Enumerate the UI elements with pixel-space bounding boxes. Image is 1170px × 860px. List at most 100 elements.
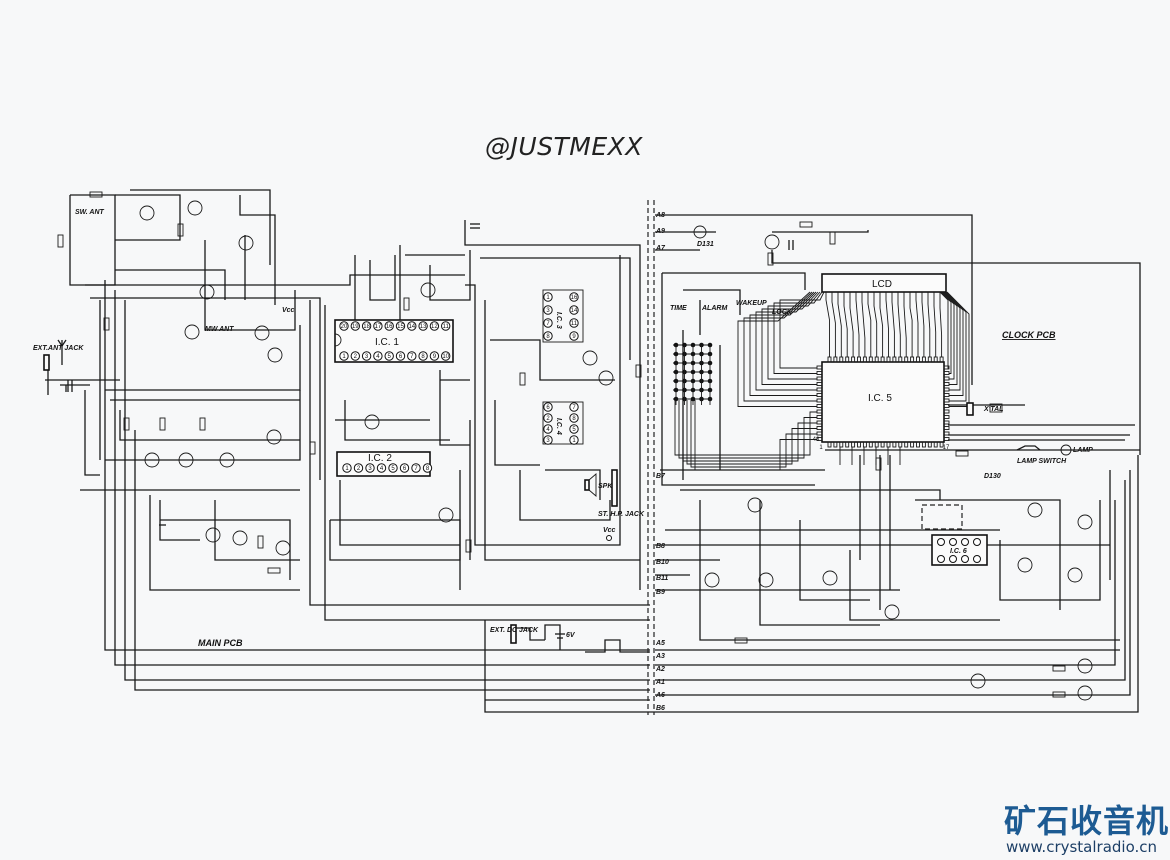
ic3-pin-number: 7 <box>546 321 550 327</box>
ic4-pin <box>569 413 579 423</box>
ic1-pin-number: 11 <box>443 324 450 330</box>
ic1-pin-number: 6 <box>399 354 403 360</box>
ic1-pin <box>441 321 451 331</box>
ic3-pin <box>569 292 579 302</box>
lcd-trace <box>743 291 817 402</box>
lamp-switch <box>1016 445 1041 451</box>
ic5-pin-1-label: 1 <box>819 445 823 451</box>
time-label: TIME <box>670 305 687 312</box>
ic3-pin <box>543 305 553 315</box>
ic5-pin <box>898 356 903 363</box>
ic1-pin-number: 3 <box>365 354 369 360</box>
lcd-trace <box>749 291 817 396</box>
ic5-pin <box>816 376 823 381</box>
ic5-pin <box>868 441 873 448</box>
ext-dc-jack-label: EXT. DC JACK <box>490 627 539 634</box>
lcd-trace <box>939 292 943 357</box>
ic1-pin <box>350 351 360 361</box>
sw-ant-label: SW. ANT <box>75 209 104 216</box>
ic2-pin-number: 4 <box>380 466 384 472</box>
ic5-pin <box>862 441 867 448</box>
ic6-pin <box>961 538 969 546</box>
ic6-pin <box>961 555 969 563</box>
ic1-pin-number: 14 <box>408 324 415 330</box>
ic5-pin <box>943 398 950 403</box>
lcd-label: LCD <box>872 279 892 290</box>
ic6-label: I.C. 6 <box>950 548 967 555</box>
ic2-pin-number: 8 <box>426 466 430 472</box>
bus-label: B8 <box>656 543 665 550</box>
ic2-pin-number: 5 <box>391 466 395 472</box>
matrix-trace <box>682 400 817 462</box>
ic5-label: I.C. 5 <box>868 393 892 404</box>
ic5-pin <box>886 441 891 448</box>
ic4-pin-number: 4 <box>546 427 550 433</box>
ic4-pin-number: 2 <box>546 416 550 422</box>
bus-label: B10 <box>656 559 669 566</box>
clock-pcb-wiring <box>655 214 1141 696</box>
ic5-pin <box>816 404 823 408</box>
ic2-pin <box>376 463 387 473</box>
ic5-pin <box>943 371 950 375</box>
ic5-pin <box>839 441 844 448</box>
ic2-pin-number: 2 <box>357 466 361 472</box>
bus-label: B9 <box>656 589 665 596</box>
crystal-label: X'TAL <box>983 406 1003 413</box>
bus-label: A5 <box>655 640 665 647</box>
ic3-pin <box>543 318 553 328</box>
ic2-pin <box>342 463 352 473</box>
ic1-pin <box>361 351 372 361</box>
ic1-pin <box>373 321 383 331</box>
lcd-trace <box>825 292 830 357</box>
matrix-trace <box>690 400 817 468</box>
ic5-pin <box>880 356 885 363</box>
ic1-pin <box>429 321 440 331</box>
ic4-pin <box>569 435 579 445</box>
ic5-pin <box>943 426 950 430</box>
ic5-pin <box>816 398 823 403</box>
lcd-trace <box>855 292 860 357</box>
lcd-trace <box>843 292 848 357</box>
ic1-pin-number: 8 <box>421 354 425 360</box>
ic5-pin <box>833 441 838 448</box>
ic4-pin <box>569 424 579 434</box>
outer-frame <box>484 455 1139 713</box>
transistors <box>139 200 1093 701</box>
lcd-trace <box>927 292 931 357</box>
vcc-label: Vcc <box>282 307 295 314</box>
ic5-pin <box>943 420 950 425</box>
lcd-trace <box>943 291 961 391</box>
ic1-pin <box>373 351 383 361</box>
lcd-trace <box>831 292 836 357</box>
lamp-switch-label: LAMP SWITCH <box>1017 458 1067 465</box>
ic3-pin <box>543 331 553 341</box>
ic5-pin <box>943 393 950 397</box>
lcd-trace <box>921 292 925 357</box>
lcd-module <box>821 273 947 293</box>
mw-ant-label: MW ANT <box>205 326 234 333</box>
ic5-chip <box>816 356 950 448</box>
ic3-pin-number: 8 <box>546 334 550 340</box>
ext-antenna-jack <box>43 339 73 392</box>
lcd-trace <box>879 292 884 357</box>
ic1-pin-number: 18 <box>363 324 370 330</box>
lcd-trace <box>867 292 872 357</box>
ic6-chip <box>921 504 988 566</box>
wakeup-label: WAKEUP <box>736 300 767 307</box>
ic5-pin <box>857 356 861 363</box>
lcd-trace <box>885 292 889 357</box>
ic5-pin <box>851 441 856 448</box>
ic5-pin <box>827 441 832 448</box>
ic6-pin <box>973 555 981 563</box>
ic1-pin-number: 16 <box>386 324 393 330</box>
lock-label: LOCK <box>772 309 793 316</box>
ic3-pin <box>569 318 579 328</box>
ic1-pin-number: 19 <box>352 324 359 330</box>
lcd-trace <box>946 291 970 407</box>
ic6-pin <box>937 538 945 546</box>
lcd-trace <box>903 292 907 357</box>
ic3-pin-number: 9 <box>572 334 576 340</box>
ic5-pin <box>943 431 950 436</box>
